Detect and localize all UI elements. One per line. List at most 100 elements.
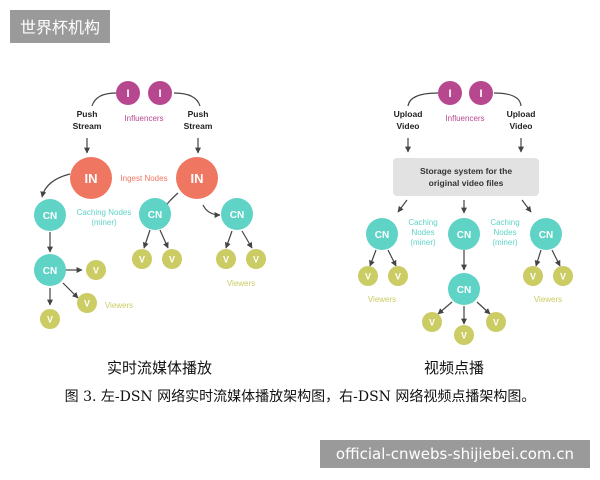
caching-nodes-label: Nodes bbox=[493, 228, 516, 237]
viewer-node bbox=[216, 249, 236, 269]
connector bbox=[493, 92, 522, 107]
node-letter: CN bbox=[43, 266, 57, 277]
upload-video-label: Upload bbox=[507, 109, 536, 119]
viewer-node bbox=[86, 260, 106, 280]
arrow bbox=[437, 301, 453, 315]
viewer-node bbox=[246, 249, 266, 269]
vod-subtitle: 视频点播 bbox=[424, 359, 485, 377]
node-letter: I bbox=[126, 88, 129, 100]
viewers-label: Viewers bbox=[534, 295, 562, 304]
node-letter: V bbox=[253, 255, 259, 265]
node-letter: CN bbox=[230, 210, 244, 221]
influencer-node bbox=[438, 81, 462, 105]
arrow bbox=[40, 173, 71, 198]
node-letter: V bbox=[47, 315, 53, 325]
node-letter: V bbox=[223, 255, 229, 265]
influencer-node bbox=[469, 81, 493, 105]
ingest-nodes-label: Ingest Nodes bbox=[120, 174, 167, 183]
arrow bbox=[551, 249, 561, 267]
node-letter: V bbox=[493, 318, 499, 328]
video-on-demand-diagram: I I Influencers Upload Video Upload Vide… bbox=[358, 81, 573, 345]
dsn-architecture-diagram: I I Influencers Push Stream Push Stream … bbox=[34, 81, 573, 345]
arrow bbox=[369, 249, 377, 267]
viewers-label: Viewers bbox=[227, 279, 255, 288]
node-letter: IN bbox=[85, 171, 98, 186]
ingest-node bbox=[176, 157, 218, 199]
node-letter: V bbox=[93, 266, 99, 276]
ingest-node bbox=[70, 157, 112, 199]
node-letter: CN bbox=[539, 230, 553, 241]
node-letter: V bbox=[461, 331, 467, 341]
node-letter: CN bbox=[457, 285, 471, 296]
caching-nodes-label: (miner) bbox=[91, 218, 117, 227]
push-stream-label: Push bbox=[188, 109, 209, 119]
caching-node bbox=[448, 218, 480, 250]
node-letter: V bbox=[139, 255, 145, 265]
influencers-label: Influencers bbox=[124, 114, 163, 123]
viewer-node bbox=[486, 312, 506, 332]
caching-node bbox=[34, 199, 66, 231]
node-letter: V bbox=[365, 272, 371, 282]
arrow bbox=[397, 199, 408, 213]
node-letter: V bbox=[395, 272, 401, 282]
arrow bbox=[162, 192, 179, 207]
upload-video-label: Upload bbox=[394, 109, 423, 119]
influencer-node bbox=[148, 81, 172, 105]
influencers-label: Influencers bbox=[445, 114, 484, 123]
caching-node bbox=[34, 254, 66, 286]
caching-node bbox=[530, 218, 562, 250]
arrow bbox=[534, 249, 542, 267]
node-letter: CN bbox=[148, 210, 162, 221]
viewer-node bbox=[40, 309, 60, 329]
influencer-node bbox=[116, 81, 140, 105]
node-letter: CN bbox=[375, 230, 389, 241]
push-stream-label: Stream bbox=[73, 121, 102, 131]
arrow bbox=[202, 204, 221, 218]
arrow bbox=[62, 282, 79, 299]
viewers-label: Viewers bbox=[105, 301, 133, 310]
caching-nodes-label: Caching Nodes bbox=[77, 208, 132, 217]
viewer-node bbox=[422, 312, 442, 332]
viewer-node bbox=[523, 266, 543, 286]
arrow bbox=[142, 229, 151, 249]
upload-video-label: Video bbox=[510, 121, 533, 131]
node-letter: V bbox=[84, 299, 90, 309]
watermark-top-left: 世界杯机构 bbox=[10, 10, 111, 43]
viewer-node bbox=[388, 266, 408, 286]
caching-nodes-label: (miner) bbox=[492, 238, 518, 247]
viewer-node bbox=[77, 293, 97, 313]
caching-node bbox=[366, 218, 398, 250]
viewer-node bbox=[553, 266, 573, 286]
node-letter: CN bbox=[43, 211, 57, 222]
viewer-node bbox=[132, 249, 152, 269]
arrow bbox=[521, 199, 532, 213]
figure-caption: 图 3. 左-DSN 网络实时流媒体播放架构图，右-DSN 网络视频点播架构图。 bbox=[64, 389, 536, 405]
node-letter: V bbox=[530, 272, 536, 282]
connector bbox=[173, 92, 201, 107]
arrow bbox=[476, 301, 491, 315]
caching-nodes-label: Caching bbox=[490, 218, 519, 227]
node-letter: I bbox=[158, 88, 161, 100]
viewer-node bbox=[162, 249, 182, 269]
node-letter: V bbox=[560, 272, 566, 282]
node-letter: IN bbox=[191, 171, 204, 186]
node-letter: I bbox=[448, 88, 451, 100]
push-stream-label: Stream bbox=[184, 121, 213, 131]
storage-label: Storage system for the bbox=[420, 166, 512, 176]
storage-system-box bbox=[393, 158, 539, 196]
arrow bbox=[387, 249, 397, 267]
upload-video-label: Video bbox=[397, 121, 420, 131]
viewers-label: Viewers bbox=[368, 295, 396, 304]
storage-label: original video files bbox=[429, 178, 504, 188]
node-letter: V bbox=[429, 318, 435, 328]
push-stream-label: Push bbox=[77, 109, 98, 119]
arrow bbox=[241, 230, 253, 249]
caching-nodes-label: Nodes bbox=[411, 228, 434, 237]
arrow bbox=[224, 230, 233, 249]
live-streaming-subtitle: 实时流媒体播放 bbox=[107, 359, 213, 377]
connector bbox=[91, 92, 117, 107]
connector bbox=[407, 92, 439, 107]
node-letter: V bbox=[169, 255, 175, 265]
caching-node bbox=[221, 198, 253, 230]
caching-node bbox=[139, 198, 171, 230]
